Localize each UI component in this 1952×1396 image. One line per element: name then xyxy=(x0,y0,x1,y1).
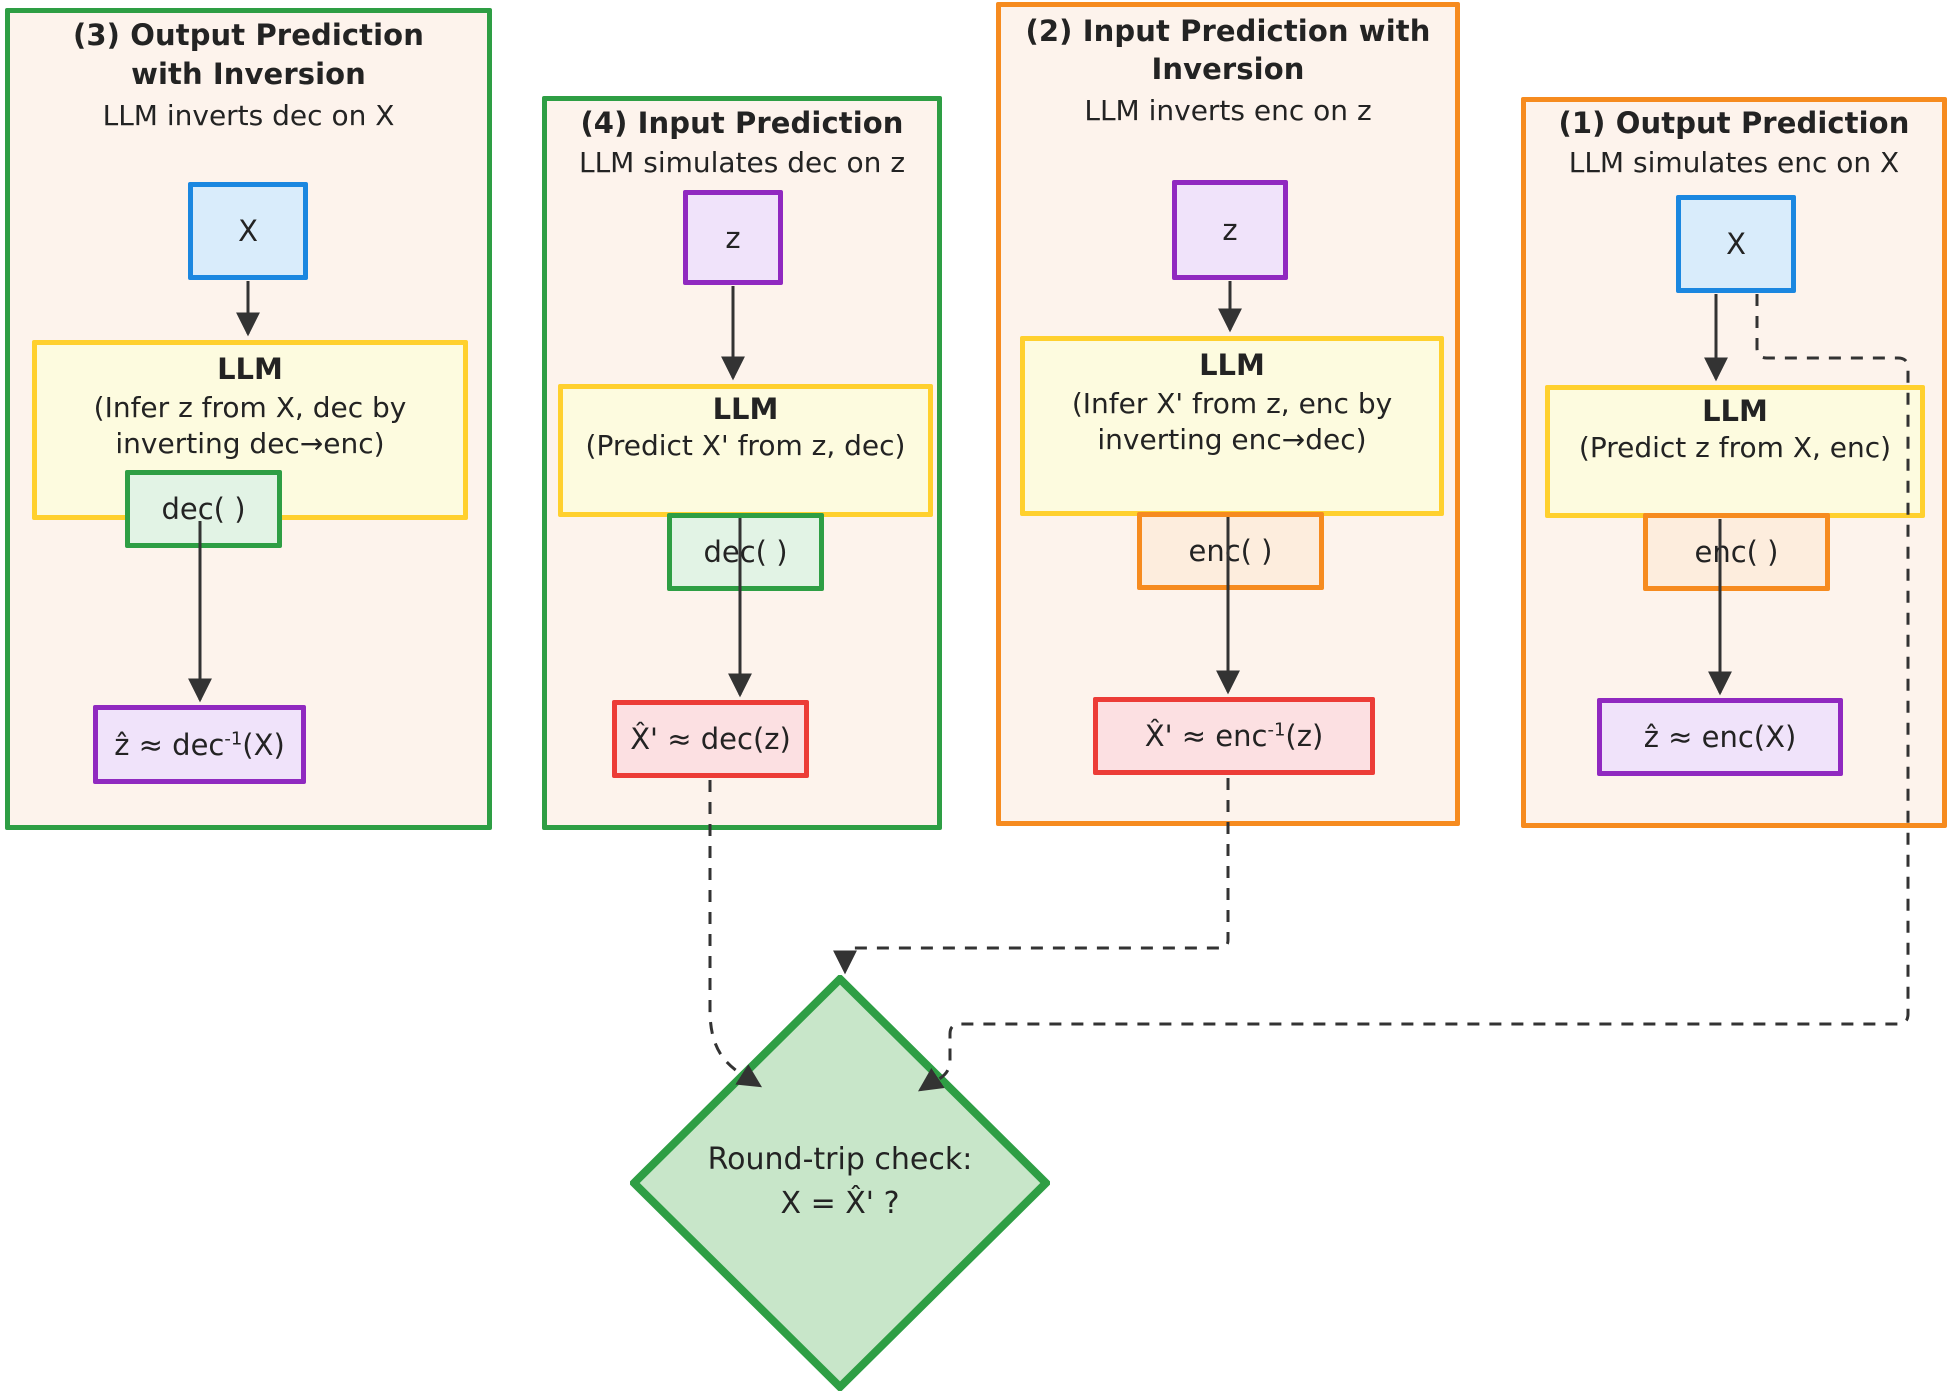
panel-1-subtitle: LLM simulates enc on X xyxy=(1568,146,1900,179)
panel-2-fn-enc: enc( ) xyxy=(1137,512,1324,590)
panel-4-llm-title: LLM xyxy=(712,392,779,426)
round-trip-check-line1: Round-trip check: xyxy=(707,1142,973,1177)
panel-4-subtitle: LLM simulates dec on z xyxy=(578,146,906,179)
panel-3-llm-sub-line1: (Infer z from X, dec by xyxy=(93,391,407,424)
panel-2-subtitle: LLM inverts enc on z xyxy=(1084,94,1372,127)
panel-3-fn-dec: dec( ) xyxy=(125,470,282,548)
panel-4-output-node: X̂' ≈ dec(z) xyxy=(612,700,809,778)
panel-3-llm-title: LLM xyxy=(217,352,283,386)
panel-4-input-node-z: z xyxy=(683,190,783,285)
panel-1-title-line1: (1) Output Prediction xyxy=(1558,106,1910,140)
panel-1-fn-enc: enc( ) xyxy=(1643,513,1830,591)
panel-1-output-node: ẑ ≈ enc(X) xyxy=(1597,698,1843,776)
panel-2-title-line2: Inversion xyxy=(1151,52,1305,86)
panel-2-output-text: X̂' ≈ enc-1(z) xyxy=(1144,719,1324,753)
panel-3-output-text: ẑ ≈ dec-1(X) xyxy=(114,727,285,762)
panel-1-output-text: ẑ ≈ enc(X) xyxy=(1643,720,1797,754)
panel-2-output-node: X̂' ≈ enc-1(z) xyxy=(1093,697,1375,775)
panel-4-output-text: X̂' ≈ dec(z) xyxy=(630,722,791,756)
panel-3-llm-sub-line2: inverting dec→enc) xyxy=(115,427,385,460)
panel-2-title-line1: (2) Input Prediction with xyxy=(1025,14,1431,48)
round-trip-check-line2: X = X̂' ? xyxy=(780,1186,900,1221)
panel-1-llm-sub-line1: (Predict z from X, enc) xyxy=(1578,431,1892,464)
panel-3-subtitle: LLM inverts dec on X xyxy=(102,99,395,132)
panel-1-input-node-x: X xyxy=(1676,195,1796,293)
panel-4-fn-dec: dec( ) xyxy=(667,513,824,591)
panel-2-input-node-z: z xyxy=(1172,180,1288,280)
panel-3-title-line1: (3) Output Prediction xyxy=(73,18,424,52)
panel-3-output-node: ẑ ≈ dec-1(X) xyxy=(93,705,306,784)
panel-2-llm-sub-line2: inverting enc→dec) xyxy=(1097,423,1367,456)
panel-4-title-line1: (4) Input Prediction xyxy=(580,106,904,140)
panel-2-llm-sub-line1: (Infer X' from z, enc by xyxy=(1071,387,1393,420)
panel-4-llm-sub-line1: (Predict X' from z, dec) xyxy=(585,429,906,462)
panel-2-llm-title: LLM xyxy=(1199,348,1265,382)
panel-3-title-line2: with Inversion xyxy=(131,57,366,91)
panel-1-llm-title: LLM xyxy=(1702,394,1768,428)
panel-3-input-node-x: X xyxy=(188,182,308,280)
